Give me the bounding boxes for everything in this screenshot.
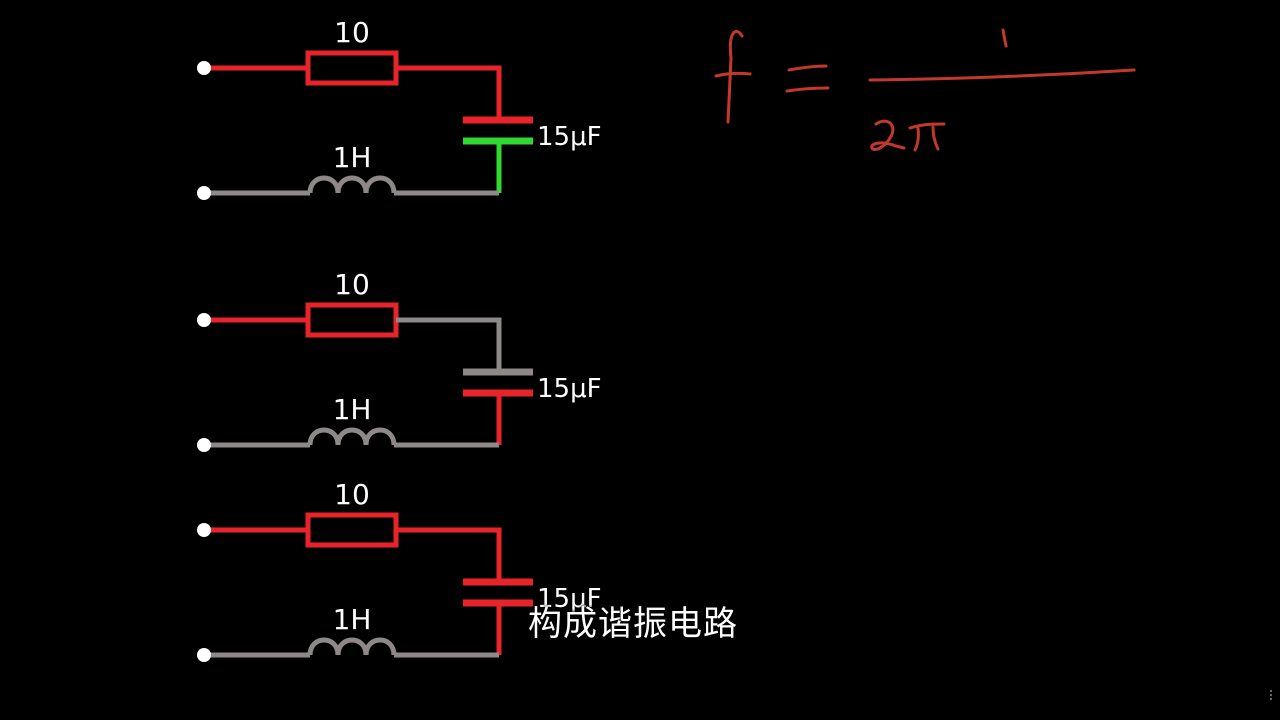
- top-terminal[interactable]: [197, 523, 211, 537]
- top-terminal[interactable]: [197, 61, 211, 75]
- resistor-label: 10: [334, 478, 370, 511]
- formula-numerator-glyph: [1001, 28, 1008, 48]
- capacitor-label: 15μF: [537, 374, 602, 404]
- formula-equals-glyph: [785, 64, 830, 93]
- handwritten-formula: f = 1 2π: [714, 28, 1136, 152]
- circuits-group: 10 1H 15μF 10 1H 15μF 10 1H 15μF: [197, 16, 602, 662]
- circuit-2: 10 1H 15μF: [197, 268, 602, 452]
- resistor: [305, 50, 399, 86]
- top-terminal[interactable]: [197, 313, 211, 327]
- capacitor-label: 15μF: [537, 122, 602, 152]
- resistor: [305, 302, 399, 338]
- circuit-3: 10 1H 15μF: [197, 478, 602, 662]
- bottom-terminal[interactable]: [197, 438, 211, 452]
- right-top-wire: [396, 65, 502, 118]
- capacitor-label: 15μF: [537, 584, 602, 614]
- right-top-wire: [396, 527, 502, 580]
- right-top-wire: [396, 317, 502, 370]
- bottom-terminal[interactable]: [197, 648, 211, 662]
- formula-fraction-bar: [868, 68, 1136, 82]
- inductor: [307, 427, 397, 446]
- resistor-label: 10: [334, 16, 370, 49]
- inductor-label: 1H: [333, 603, 372, 636]
- inductor: [307, 637, 397, 656]
- inductor-label: 1H: [333, 141, 372, 174]
- inductor: [307, 175, 397, 194]
- corner-indicator-icon: [1268, 688, 1274, 702]
- bottom-terminal[interactable]: [197, 186, 211, 200]
- resistor: [305, 512, 399, 548]
- inductor-label: 1H: [333, 393, 372, 426]
- formula-f-glyph: [714, 30, 752, 124]
- circuit-1: 10 1H 15μF: [197, 16, 602, 200]
- video-subtitle: 构成谐振电路: [528, 604, 738, 644]
- resistor-label: 10: [334, 268, 370, 301]
- formula-denominator-glyph: [870, 119, 946, 152]
